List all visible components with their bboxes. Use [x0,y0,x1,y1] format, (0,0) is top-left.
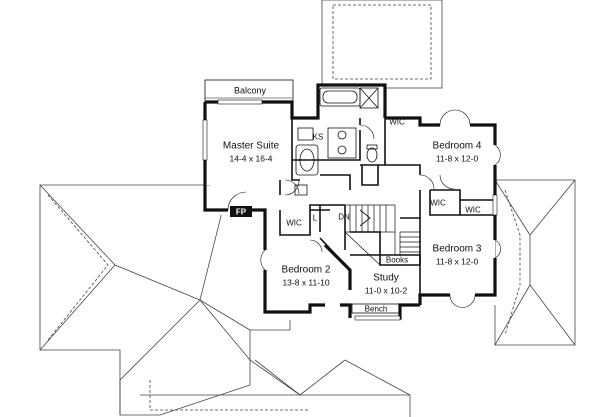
linen-label: L [312,213,318,223]
right-roof-outline [494,179,576,346]
bedroom3-dim: 11-8 x 12-0 [435,256,479,267]
left-roof-inner [47,194,109,341]
master-suite-dim: 14-4 x 16-4 [229,153,273,164]
roof-lines [39,0,576,417]
study-dim: 11-0 x 10-2 [364,285,408,296]
study-name: Study [373,272,399,284]
bench-label: Bench [364,304,388,314]
wic-b4-label: WIC [430,198,446,208]
ks-label: KS [312,132,324,142]
fireplace [230,206,252,217]
wic-b2-label: WIC [286,218,302,228]
stairs [344,204,420,266]
fireplace-label: FP [235,207,247,217]
bedroom2-name: Bedroom 2 [281,264,331,276]
tub-2 [295,144,319,176]
wic-bath-label: WIC [389,117,405,127]
interior-walls [279,118,496,295]
right-roof-ridge [529,179,576,346]
floor-fill [205,80,500,320]
bedroom4-dim: 11-8 x 12-0 [435,153,479,164]
windows [202,99,498,321]
left-roof-ridge-2 [114,264,251,331]
bottom-roof-4 [344,359,411,396]
left-roof-valley [199,199,226,301]
master-suite-name: Master Suite [222,140,280,152]
top-roof [321,0,443,89]
left-roof-hip-2 [199,299,301,396]
left-roof-hip [119,299,201,415]
left-roof-outline [39,184,291,416]
toilet [366,147,378,163]
bedroom3-name: Bedroom 3 [432,243,482,255]
books-label: Books [385,255,409,265]
right-roof-ridge-3 [494,284,531,346]
down-label: DN [338,212,350,222]
wic-b3-label: WIC [465,205,481,215]
left-roof-ridge [39,184,116,351]
right-roof-inner [504,189,521,336]
right-roof-ridge-2 [494,179,531,236]
door-swings [227,109,501,308]
bottom-roof-2 [149,380,310,411]
shower [359,87,379,109]
vanity [327,127,357,159]
bottom-roof [140,394,411,417]
bath-fixtures [294,87,379,196]
bench [351,303,401,314]
bottom-roof-3 [254,359,346,396]
top-roof-inner [332,4,432,80]
bedroom4-name: Bedroom 4 [432,140,482,152]
balcony-label: Balcony [233,85,267,96]
ks-closet [297,127,314,141]
bedroom2-dim: 13-8 x 11-10 [282,277,330,288]
